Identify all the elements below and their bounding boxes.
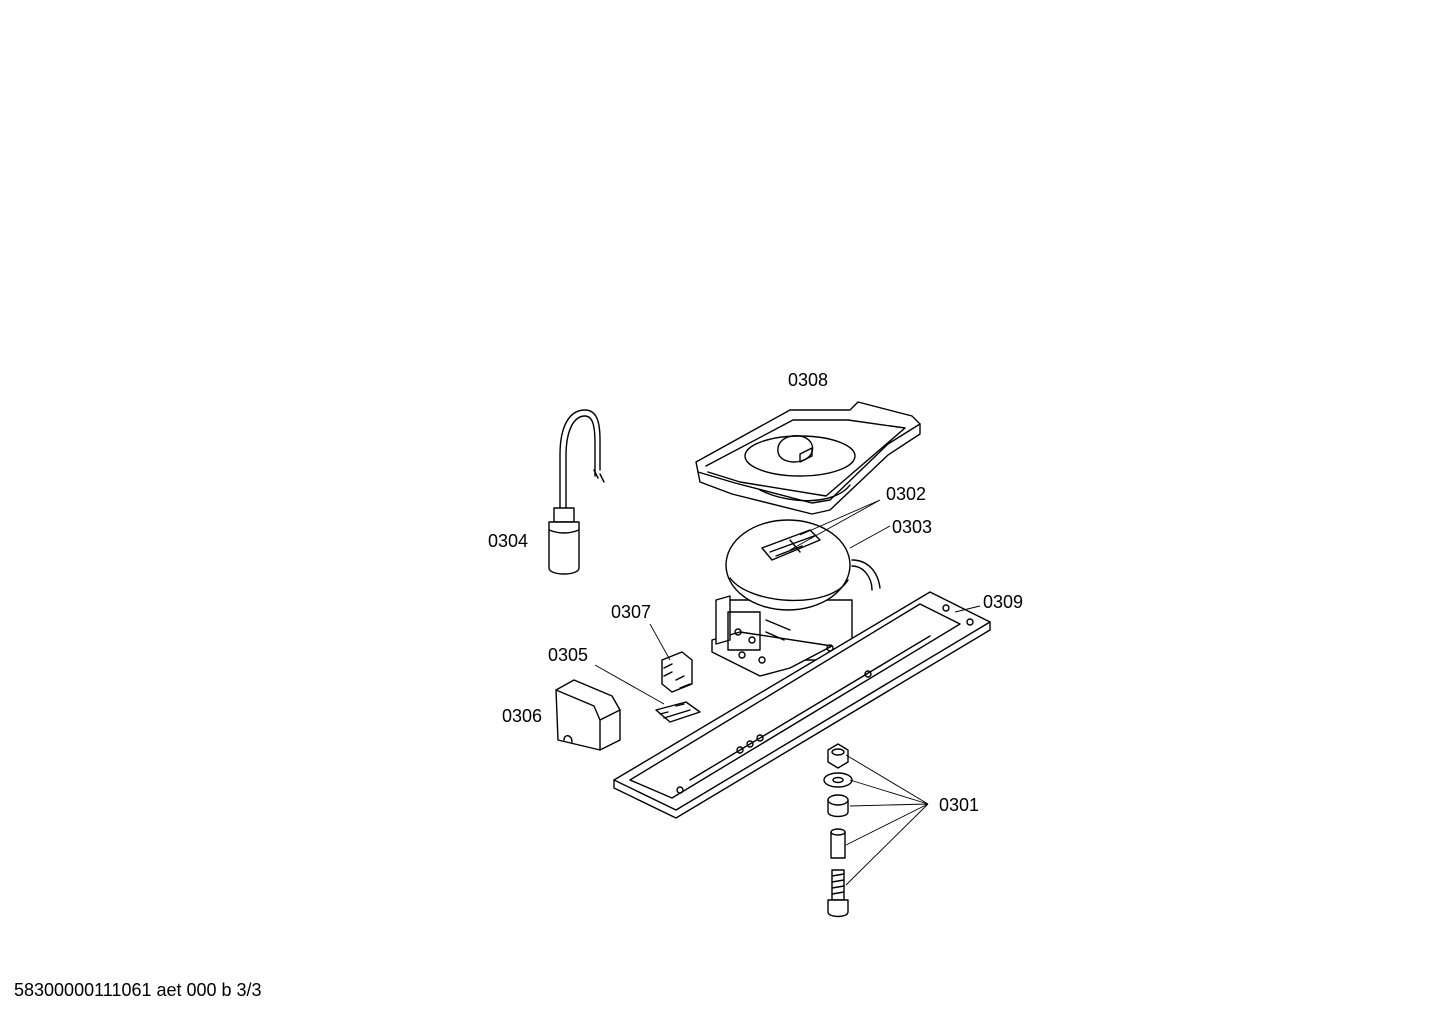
part-0304-capacitor — [548, 409, 605, 575]
label-0306: 0306 — [502, 706, 542, 726]
part-0305-clip — [655, 701, 701, 723]
document-reference: 58300000111061 aet 000 b 3/3 — [14, 980, 262, 1000]
label-0301: 0301 — [939, 795, 979, 815]
label-0303: 0303 — [892, 517, 932, 537]
label-0304: 0304 — [488, 531, 528, 551]
part-0308-drip-tray — [695, 401, 921, 515]
leader-lines — [594, 499, 981, 886]
part-0307-relay — [661, 651, 693, 693]
label-0308: 0308 — [788, 370, 828, 390]
label-0305: 0305 — [548, 645, 588, 665]
part-0309-base-rail — [613, 591, 991, 819]
label-0302: 0302 — [886, 484, 926, 504]
part-0306-cover — [555, 679, 621, 751]
part-0301-mounting-kit — [823, 743, 853, 918]
label-0307: 0307 — [611, 602, 651, 622]
label-0309: 0309 — [983, 592, 1023, 612]
part-0303-compressor — [711, 519, 881, 677]
